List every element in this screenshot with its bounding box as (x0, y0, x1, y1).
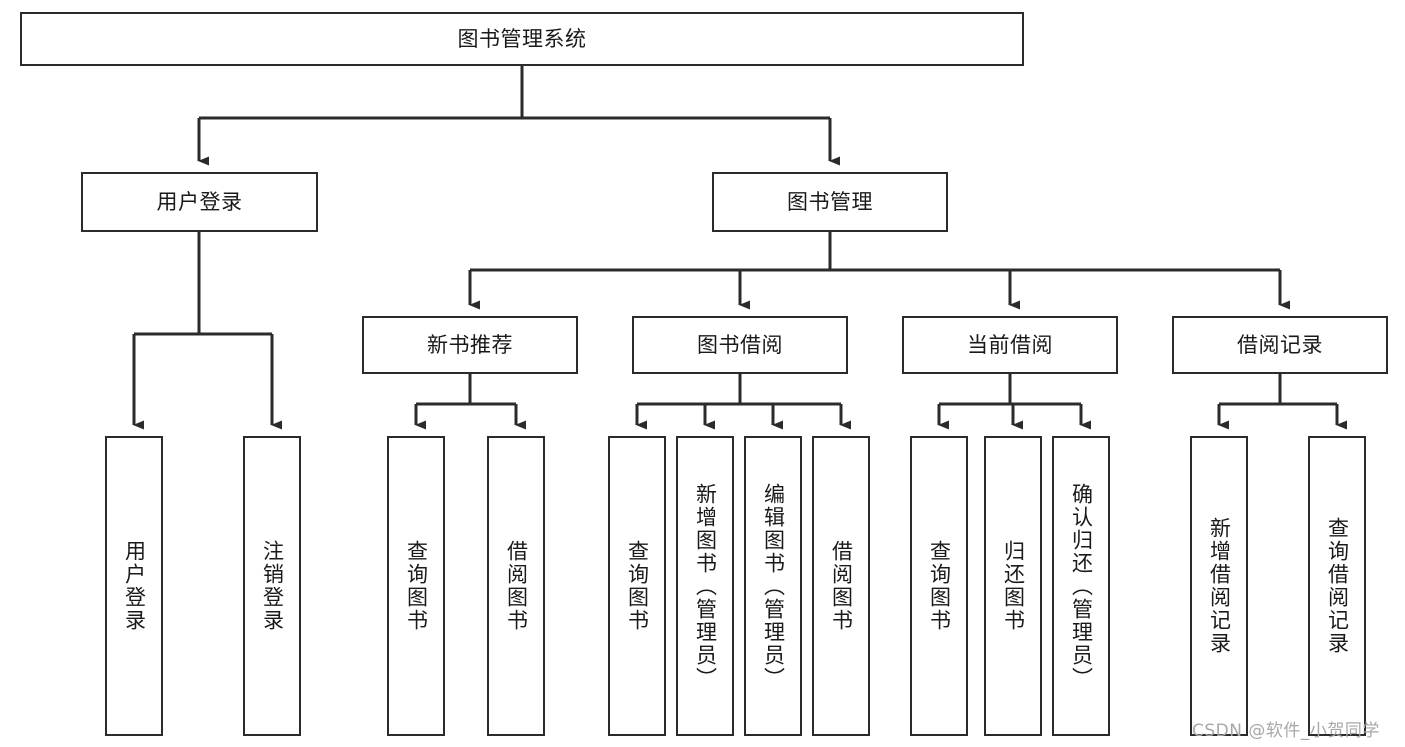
node-leaf-user-logout[interactable]: 注销登录 (243, 436, 301, 736)
node-leaf-borrow-book-bor-label: 借阅图书 (829, 540, 854, 632)
node-leaf-query-book-rec-label: 查询图书 (404, 540, 429, 632)
node-leaf-borrow-book-rec-label: 借阅图书 (504, 540, 529, 632)
node-root[interactable]: 图书管理系统 (20, 12, 1024, 66)
csdn-watermark-text: CSDN @软件_小贺同学 (1192, 721, 1380, 741)
node-borrow-record[interactable]: 借阅记录 (1172, 316, 1388, 374)
node-leaf-query-book-bor[interactable]: 查询图书 (608, 436, 666, 736)
node-leaf-return-book[interactable]: 归还图书 (984, 436, 1042, 736)
node-new-book-recommend-label: 新书推荐 (427, 332, 513, 357)
node-new-book-recommend[interactable]: 新书推荐 (362, 316, 578, 374)
node-leaf-edit-book[interactable]: 编辑图书（管理员） (744, 436, 802, 736)
node-current-borrow[interactable]: 当前借阅 (902, 316, 1118, 374)
node-leaf-user-logout-label: 注销登录 (260, 540, 285, 632)
node-leaf-edit-book-label: 编辑图书（管理员） (761, 482, 786, 690)
node-leaf-borrow-book-rec[interactable]: 借阅图书 (487, 436, 545, 736)
node-leaf-confirm-return[interactable]: 确认归还（管理员） (1052, 436, 1110, 736)
node-leaf-borrow-book-bor[interactable]: 借阅图书 (812, 436, 870, 736)
node-leaf-query-book-bor-label: 查询图书 (625, 540, 650, 632)
node-book-manage-label: 图书管理 (787, 189, 873, 214)
node-leaf-query-book-cur[interactable]: 查询图书 (910, 436, 968, 736)
node-leaf-add-book[interactable]: 新增图书（管理员） (676, 436, 734, 736)
node-leaf-query-borrow-rec-label: 查询借阅记录 (1325, 517, 1350, 655)
node-user-login-label: 用户登录 (156, 189, 243, 214)
node-root-label: 图书管理系统 (457, 26, 587, 51)
node-book-manage[interactable]: 图书管理 (712, 172, 948, 232)
node-leaf-query-book-cur-label: 查询图书 (927, 540, 952, 632)
node-current-borrow-label: 当前借阅 (967, 332, 1053, 357)
node-leaf-user-login-label: 用户登录 (122, 540, 147, 632)
node-leaf-return-book-label: 归还图书 (1001, 540, 1026, 632)
node-borrow-record-label: 借阅记录 (1237, 332, 1323, 357)
csdn-watermark: CSDN @软件_小贺同学 (1192, 716, 1380, 741)
node-user-login[interactable]: 用户登录 (81, 172, 318, 232)
node-leaf-user-login[interactable]: 用户登录 (105, 436, 163, 736)
node-leaf-confirm-return-label: 确认归还（管理员） (1069, 482, 1094, 690)
node-leaf-add-borrow-rec-label: 新增借阅记录 (1207, 517, 1232, 655)
node-leaf-query-borrow-rec[interactable]: 查询借阅记录 (1308, 436, 1366, 736)
node-book-borrow-label: 图书借阅 (697, 332, 783, 357)
node-leaf-add-book-label: 新增图书（管理员） (693, 482, 718, 690)
node-leaf-add-borrow-rec[interactable]: 新增借阅记录 (1190, 436, 1248, 736)
node-book-borrow[interactable]: 图书借阅 (632, 316, 848, 374)
node-leaf-query-book-rec[interactable]: 查询图书 (387, 436, 445, 736)
